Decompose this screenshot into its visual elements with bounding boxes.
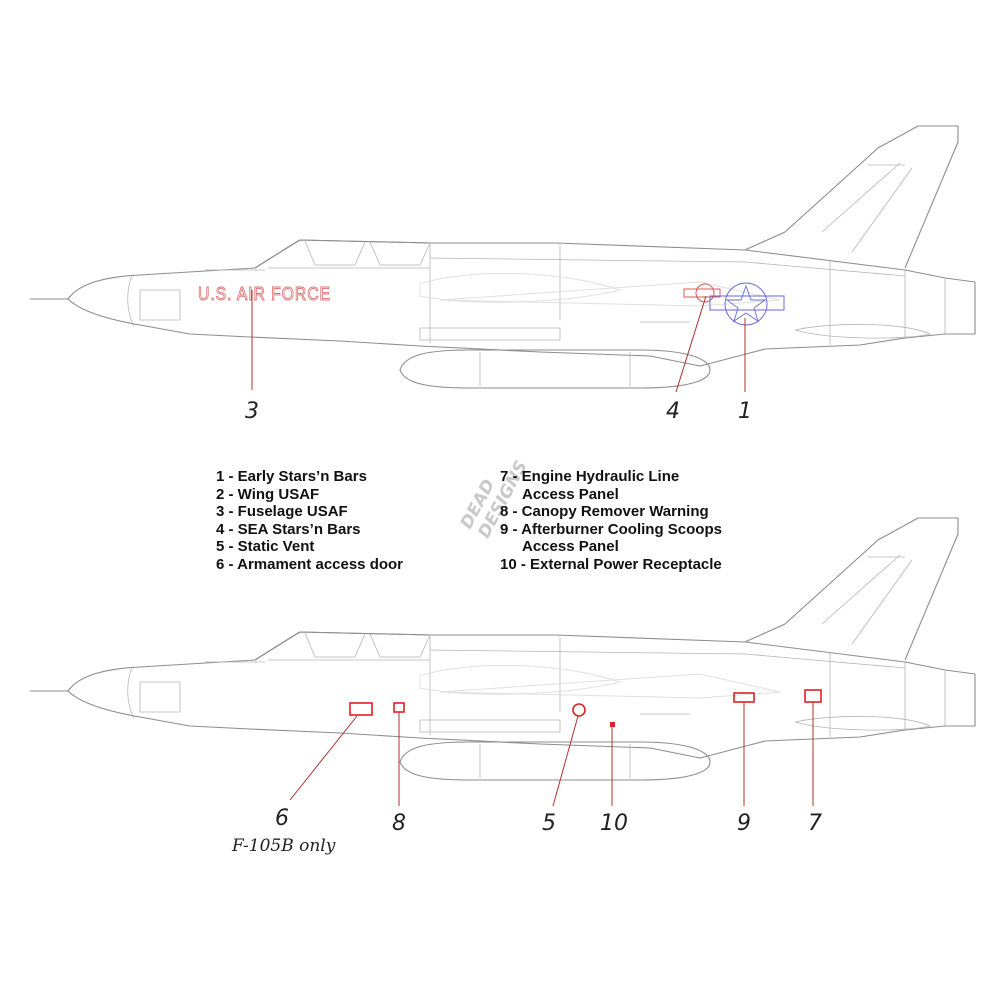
f105b-only-note: F-105B only: [231, 836, 336, 856]
legend-item: 4 - SEA Stars’n Bars: [216, 520, 361, 538]
callout-6: 6: [275, 806, 289, 831]
legend-item: Access Panel: [522, 538, 619, 556]
legend-item: 8 - Canopy Remover Warning: [500, 503, 709, 521]
armament-access-door-mark: [349, 702, 373, 716]
static-vent-mark: [572, 703, 586, 717]
legend-item: 10 - External Power Receptacle: [500, 555, 722, 573]
callout-7: 7: [808, 811, 822, 836]
callout-1: 1: [738, 399, 752, 424]
engine-hydraulic-line-mark: [804, 689, 822, 703]
callout-9: 9: [737, 811, 751, 836]
legend-item: 7 - Engine Hydraulic Line: [500, 468, 680, 485]
top-aircraft-profile: U.S. AIR FORCE 3 4 1: [29, 125, 976, 424]
callout-10: 10: [600, 811, 628, 836]
callout-3: 3: [245, 399, 259, 424]
sea-stars-and-bars-marking: [683, 283, 721, 303]
legend-item: Access Panel: [522, 485, 619, 503]
legend-item: 9 - Afterburner Cooling Scoops: [500, 520, 722, 538]
legend-item: 1 - Early Stars’n Bars: [216, 468, 367, 485]
legend-right: 7 - Engine Hydraulic Line Access Panel 8…: [500, 468, 722, 574]
legend-item: 2 - Wing USAF: [216, 485, 320, 503]
bottom-aircraft-profile: 6 8 5 10 9 7 F-105B only: [29, 517, 976, 856]
legend-left: 1 - Early Stars’n Bars 2 - Wing USAF 3 -…: [216, 468, 403, 574]
canopy-remover-warning-mark: [393, 702, 405, 713]
external-power-receptacle-mark: [610, 722, 615, 727]
callout-8: 8: [392, 811, 406, 836]
fuselage-usaf-marking: U.S. AIR FORCE: [198, 284, 331, 304]
legend-item: 3 - Fuselage USAF: [216, 503, 348, 521]
early-stars-and-bars-marking: [709, 282, 785, 326]
legend-item: 6 - Armament access door: [216, 555, 404, 573]
callout-5: 5: [542, 811, 556, 836]
callout-4: 4: [666, 399, 680, 424]
legend-item: 5 - Static Vent: [216, 538, 315, 556]
